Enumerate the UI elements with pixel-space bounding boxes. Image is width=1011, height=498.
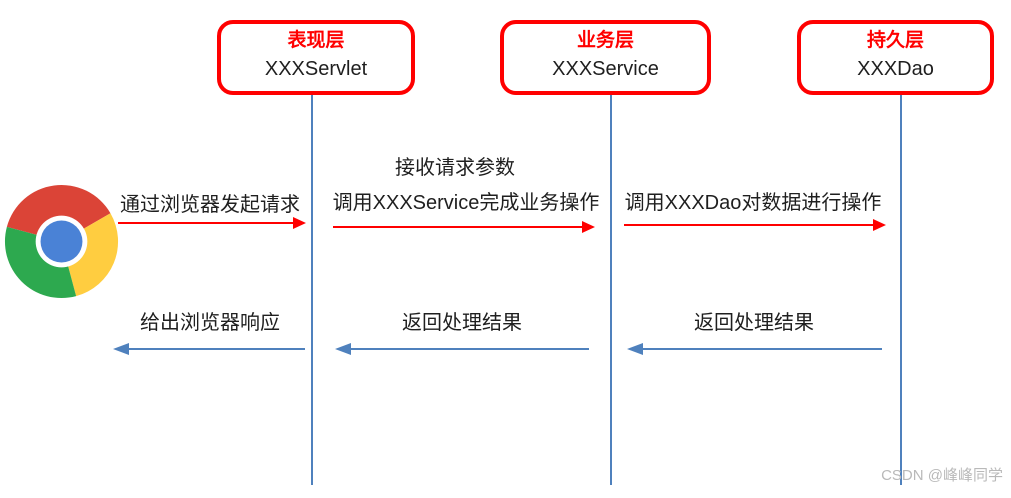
lifeline-dao (900, 95, 902, 485)
response-arrow-dao-to-service (627, 343, 882, 355)
arrow-shaft (118, 222, 295, 224)
chrome-browser-icon (4, 184, 119, 299)
request-label: 接收请求参数 (395, 157, 515, 179)
arrow-right-head-icon (293, 217, 306, 229)
csdn-watermark: CSDN @峰峰同学 (881, 467, 1003, 484)
layer-component-name: XXXServlet (264, 57, 368, 80)
lifeline-servlet (311, 95, 313, 485)
response-label: 给出浏览器响应 (140, 312, 280, 334)
request-arrow-browser-to-servlet (118, 217, 306, 229)
arrow-left-head-icon (113, 343, 129, 355)
request-label: 调用XXXService完成业务操作 (332, 192, 600, 214)
lifeline-service (610, 95, 612, 485)
response-label: 返回处理结果 (694, 312, 814, 334)
request-label: 调用XXXDao对数据进行操作 (624, 192, 882, 214)
layer-title: 表现层 (287, 30, 345, 51)
layer-box-business: 业务层 XXXService (500, 20, 711, 95)
response-arrow-servlet-to-browser (113, 343, 305, 355)
response-arrow-service-to-servlet (335, 343, 589, 355)
arrow-left-head-icon (627, 343, 643, 355)
response-label: 返回处理结果 (402, 312, 522, 334)
arrow-shaft (641, 348, 882, 350)
arrow-shaft (127, 348, 305, 350)
request-arrow-service-to-dao (624, 219, 886, 231)
request-label: 通过浏览器发起请求 (120, 194, 300, 216)
request-arrow-servlet-to-service (333, 221, 595, 233)
layer-component-name: XXXDao (857, 57, 934, 80)
layer-box-persistence: 持久层 XXXDao (797, 20, 994, 95)
layer-title: 持久层 (866, 30, 924, 51)
arrow-shaft (624, 224, 875, 226)
arrow-right-head-icon (582, 221, 595, 233)
arrow-right-head-icon (873, 219, 886, 231)
layer-component-name: XXXService (552, 57, 659, 80)
arrow-shaft (349, 348, 589, 350)
layer-box-presentation: 表现层 XXXServlet (217, 20, 415, 95)
arrow-left-head-icon (335, 343, 351, 355)
arrow-shaft (333, 226, 584, 228)
layer-title: 业务层 (576, 30, 634, 51)
